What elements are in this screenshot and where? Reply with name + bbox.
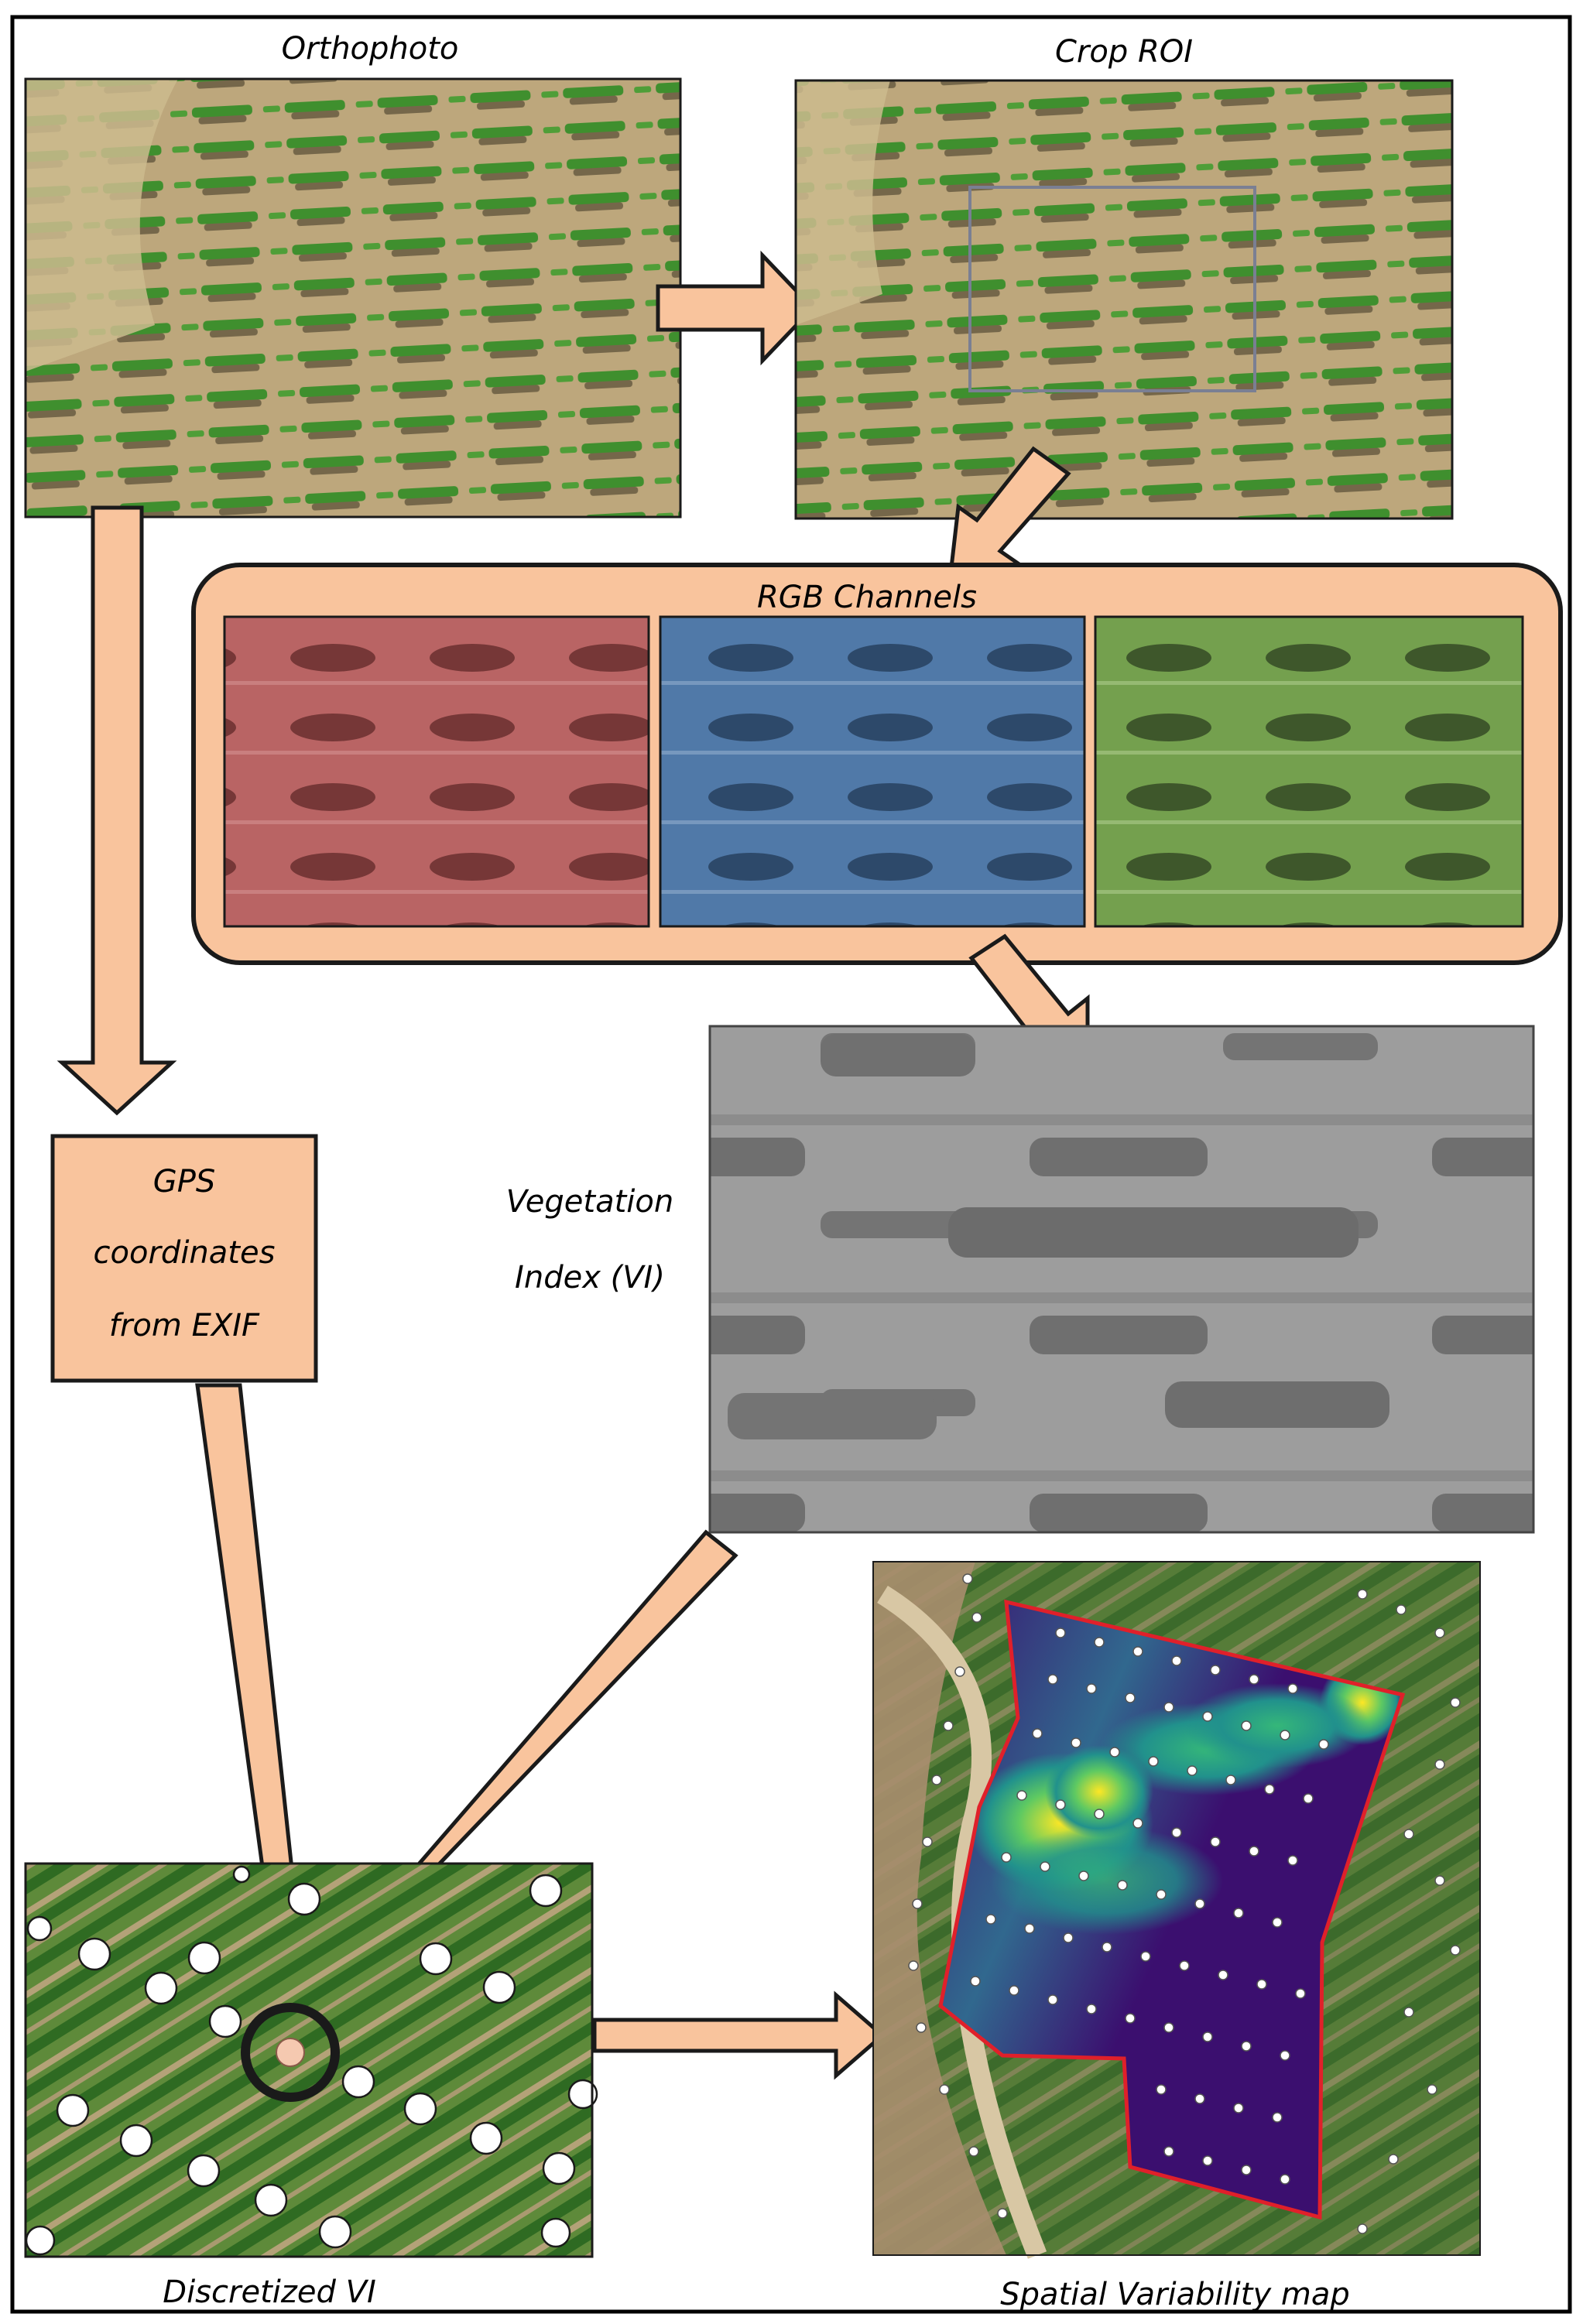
orthophoto-image — [24, 77, 682, 519]
label-crop-roi: Crop ROI — [1055, 34, 1193, 70]
roi-selection-box — [968, 186, 1256, 392]
arrow-right-icon — [592, 1990, 886, 2080]
target-circle-icon — [241, 2003, 340, 2102]
label-orthophoto: Orthophoto — [282, 31, 459, 67]
discretized-vi-image — [24, 1862, 598, 2258]
label-rgb-channels: RGB Channels — [757, 580, 977, 615]
arrow-right-icon — [656, 250, 816, 366]
selected-sample-point — [276, 2038, 305, 2067]
label-gps-line3: from EXIF — [109, 1308, 260, 1343]
crop-roi-image — [794, 79, 1454, 520]
label-spatial-variability-map: Spatial Variability map — [1000, 2277, 1349, 2312]
label-gps-line1: GPS — [153, 1164, 216, 1200]
gps-coordinates-box — [50, 1134, 318, 1383]
sample-points — [25, 1865, 598, 2256]
spatial-variability-map — [872, 1561, 1481, 2259]
vegetation-index-image — [708, 1025, 1535, 1534]
field-boundary — [938, 1599, 1406, 2220]
map-sample-points — [908, 1573, 1461, 2234]
label-gps-line2: coordinates — [94, 1235, 276, 1271]
blue-channel-image — [659, 615, 1086, 928]
label-discretized-vi: Discretized VI — [163, 2274, 375, 2310]
outer-frame — [10, 15, 1572, 2314]
label-vi-line2: Index (VI) — [515, 1260, 665, 1295]
red-channel-image — [223, 615, 650, 928]
green-channel-image — [1094, 615, 1524, 928]
label-vi-line1: Vegetation — [506, 1184, 673, 1220]
arrow-down-icon — [57, 505, 177, 1116]
